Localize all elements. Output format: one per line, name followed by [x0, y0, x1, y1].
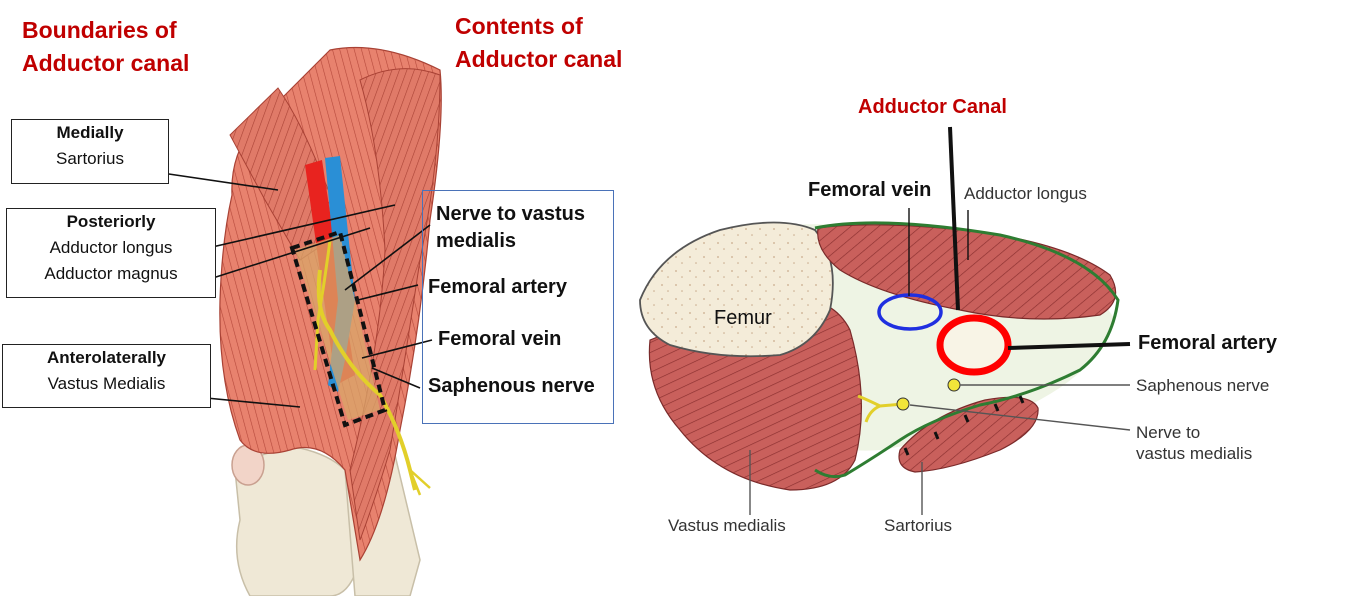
- saphenous-nerve-label: Saphenous nerve: [428, 375, 595, 397]
- femoral-artery-ring: [936, 314, 1012, 376]
- left-leader-lines: [161, 172, 433, 408]
- xs-saphenous-nerve-label: Saphenous nerve: [1136, 376, 1270, 395]
- femoral-artery-label: Femoral artery: [428, 276, 567, 298]
- contents-box: [422, 190, 614, 424]
- right-leader-lines: [749, 126, 1131, 515]
- xs-femoral-artery-label: Femoral artery: [1138, 332, 1277, 354]
- anterolaterally-item: Vastus Medialis: [47, 374, 166, 393]
- xs-femoral-vein-label: Femoral vein: [808, 179, 932, 201]
- posteriorly-item-2: Adductor magnus: [44, 264, 178, 283]
- canal-fascia-outline: [814, 221, 1120, 479]
- xs-sartorius-label: Sartorius: [884, 516, 953, 535]
- xs-vastus-medialis-label: Vastus medialis: [668, 516, 786, 535]
- nerve-to-vastus-dot: [896, 397, 910, 411]
- saphenous-nerve-drawing: [316, 269, 417, 491]
- posteriorly-item-1: Adductor longus: [49, 238, 173, 257]
- saphenous-nerve-dot: [947, 378, 961, 392]
- adductor-canal-title: Adductor Canal: [858, 96, 1007, 118]
- thigh-illustration: [219, 46, 442, 596]
- medially-heading: Medially: [56, 123, 124, 142]
- femoral-vein-ring: [877, 293, 943, 331]
- canal-dashed-outline: [289, 229, 388, 428]
- cross-section: [639, 221, 1120, 491]
- xs-adductor-longus-label: Adductor longus: [964, 184, 1087, 203]
- nerve-to-vastus-label: Nerve to vastus medialis: [436, 203, 585, 252]
- posteriorly-box: Posteriorly Adductor longus Adductor mag…: [6, 208, 216, 298]
- posteriorly-heading: Posteriorly: [66, 212, 156, 231]
- medially-item: Sartorius: [55, 149, 125, 168]
- fascia-ticks: [903, 395, 1025, 456]
- anterolaterally-heading: Anterolaterally: [46, 348, 167, 367]
- boundaries-title: Boundaries of Adductor canal: [22, 17, 190, 76]
- xs-nerve-to-vastus-label: Nerve to vastus medialis: [1136, 423, 1253, 463]
- anterolaterally-box: Anterolaterally Vastus Medialis: [2, 344, 211, 408]
- femoral-vein-label: Femoral vein: [438, 328, 562, 350]
- contents-title: Contents of Adductor canal: [455, 13, 623, 72]
- medially-box: Medially Sartorius: [11, 119, 169, 184]
- femur-section: [639, 221, 834, 358]
- femur-label: Femur: [714, 307, 772, 329]
